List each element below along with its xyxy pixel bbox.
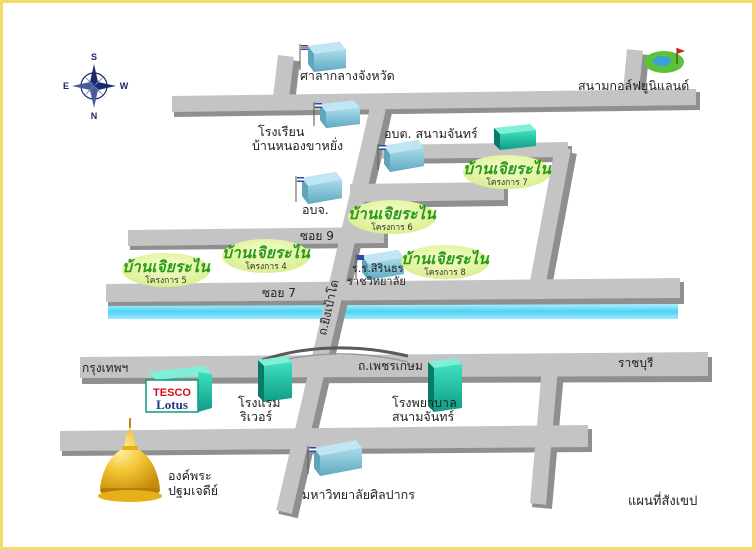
- compass-south-label: S: [91, 52, 97, 62]
- branch-road-a: [350, 182, 504, 202]
- building-silpakorn-university: [307, 440, 362, 476]
- project-badge-5: บ้านเจิยระไน โครงการ 5: [122, 253, 211, 287]
- project-8-number: โครงการ 8: [424, 267, 466, 278]
- golf-access-road: [622, 49, 643, 103]
- project-badge-8: บ้านเจิยระไน โครงการ 8: [401, 245, 490, 279]
- road-label-soi7: ซอย 7: [262, 286, 296, 300]
- tesco-logo-line2: Lotus: [156, 397, 188, 412]
- building-obj: [295, 172, 342, 204]
- label-obj: อบจ.: [302, 202, 329, 217]
- road-label-phetkasem: ถ.เพชรเกษม: [358, 359, 423, 373]
- label-sirindhorn-line2: ราชวิทยาลัย: [347, 275, 406, 288]
- building-river-hotel: [258, 356, 292, 402]
- building-hospital: [428, 358, 462, 412]
- label-hospital-line2: สนามจันทร์: [392, 409, 455, 424]
- label-pagoda-line1: องค์พระ: [168, 468, 212, 483]
- building-school: [313, 100, 360, 128]
- project-7-number: โครงการ 7: [486, 177, 528, 188]
- compass-east-label: E: [63, 81, 69, 91]
- project-8-title: บ้านเจิยระไน: [401, 249, 490, 268]
- project-6-number: โครงการ 6: [371, 222, 413, 233]
- tesco-logo-line1: TESCO: [153, 387, 191, 399]
- compass-west-label: W: [120, 81, 129, 91]
- east-vertical-road: [530, 146, 571, 284]
- road-label-bangkok: กรุงเทพฯ: [82, 361, 128, 376]
- project-5-number: โครงการ 5: [145, 275, 187, 286]
- building-teal-top: [494, 124, 536, 150]
- compass-rose: S N E W: [63, 52, 129, 121]
- label-school-line2: บ้านหนองขาหยั่ง: [252, 137, 343, 153]
- road-label-soi9: ซอย 9: [300, 229, 334, 243]
- city-hall-road: [272, 55, 294, 107]
- golf-course-icon: [644, 48, 685, 73]
- building-obt: [377, 140, 424, 172]
- project-badge-7: บ้านเจิยระไน โครงการ 7: [463, 155, 552, 189]
- label-hotel-line2: ริเวอร์: [240, 409, 273, 424]
- south-vertical-road: [530, 367, 558, 505]
- project-4-number: โครงการ 4: [245, 261, 287, 272]
- label-obt: อบต. สนามจันทร์: [384, 126, 478, 141]
- canal: [108, 304, 678, 319]
- roads: [60, 49, 708, 514]
- label-silpakorn-university: มหาวิทยาลัยศิลปากร: [302, 487, 415, 502]
- pagoda-icon: [98, 418, 162, 502]
- compass-north-label: N: [91, 111, 98, 121]
- project-7-title: บ้านเจิยระไน: [463, 159, 552, 178]
- soi9-road: [128, 227, 384, 246]
- project-badge-6: บ้านเจิยระไน โครงการ 6: [348, 200, 437, 234]
- top-road: [172, 89, 696, 112]
- road-label-ratchaburi: ราชบุรี: [618, 356, 654, 371]
- overpass-bridge: [261, 346, 409, 362]
- project-badge-4: บ้านเจิยระไน โครงการ 4: [222, 239, 311, 273]
- soi7-road: [106, 278, 680, 302]
- building-sirindhorn-school: [355, 250, 404, 280]
- building-city-hall: [299, 42, 346, 72]
- label-city-hall: ศาลากลางจังหวัด: [300, 68, 395, 83]
- label-school-line1: โรงเรียน: [258, 124, 305, 139]
- map-caption: แผนที่สังเขป: [628, 492, 697, 509]
- label-hospital-line1: โรงพยาบาล: [392, 395, 457, 410]
- label-sirindhorn-line1: ร.ร.สิรินธร: [352, 262, 404, 275]
- project-4-title: บ้านเจิยระไน: [222, 243, 311, 262]
- label-pagoda-line2: ปฐมเจดีย์: [168, 483, 218, 498]
- project-5-title: บ้านเจิยระไน: [122, 257, 211, 276]
- lower-road: [60, 425, 588, 451]
- yingpao-road: [276, 106, 386, 514]
- project-6-title: บ้านเจิยระไน: [348, 204, 437, 223]
- label-golf-course: สนามกอล์ฟยูนิแลนด์: [578, 78, 689, 94]
- tesco-lotus-building: [145, 366, 212, 413]
- label-hotel-line1: โรงแรม: [238, 395, 281, 410]
